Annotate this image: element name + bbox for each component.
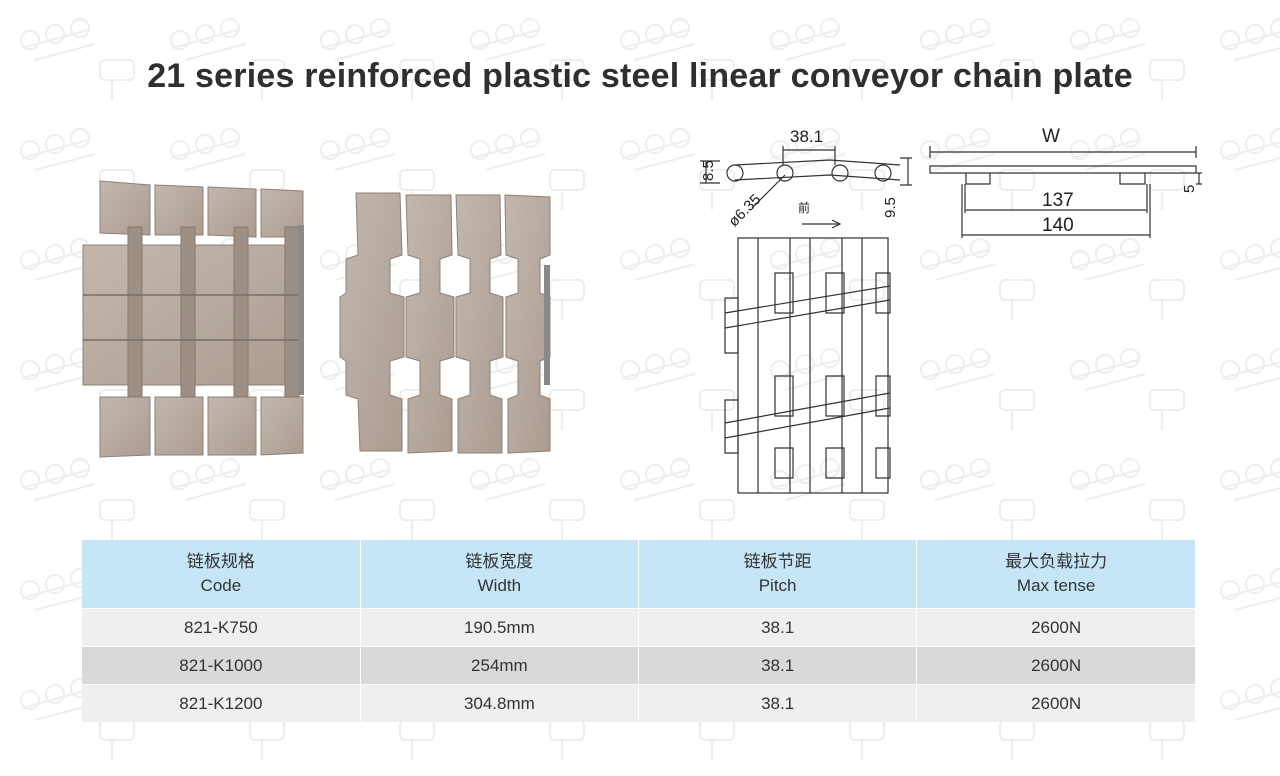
- cell-code: 821-K1200: [82, 684, 361, 722]
- cell-max-tense: 2600N: [916, 646, 1195, 685]
- depth-dimension: 5: [1181, 185, 1198, 193]
- header-width: 链板宽度 Width: [360, 540, 640, 609]
- table-row: 821-K1000 254mm 38.1 2600N: [82, 646, 1195, 685]
- cell-width: 190.5mm: [360, 608, 640, 647]
- table-row: 821-K1200 304.8mm 38.1 2600N: [82, 684, 1195, 722]
- cell-pitch: 38.1: [638, 608, 918, 647]
- header-max-tense: 最大负载拉力 Max tense: [916, 540, 1195, 609]
- cell-width: 304.8mm: [360, 684, 640, 722]
- cell-pitch: 38.1: [638, 646, 918, 685]
- cell-code: 821-K1000: [82, 646, 361, 685]
- hole-dimension: ø6.35: [725, 191, 764, 230]
- chain-plate-photo: [82, 180, 551, 458]
- table-row: 821-K750 190.5mm 38.1 2600N: [82, 608, 1195, 647]
- cell-max-tense: 2600N: [916, 608, 1195, 647]
- cell-pitch: 38.1: [638, 684, 918, 722]
- spec-table: 链板规格 Code 链板宽度 Width 链板节距 Pitch 最大负载拉力 M…: [82, 540, 1195, 722]
- width-dimension: W: [1042, 126, 1060, 147]
- chain-plate-top: [339, 192, 551, 454]
- table-header-row: 链板规格 Code 链板宽度 Width 链板节距 Pitch 最大负载拉力 M…: [82, 540, 1195, 609]
- thickness-dimension: 9.5: [882, 197, 899, 218]
- direction-label: 前: [798, 200, 810, 215]
- cell-max-tense: 2600N: [916, 684, 1195, 722]
- technical-drawing: 38.1 8.5 ø6.35 前 9.5 W 137 140 5: [700, 126, 1202, 494]
- cell-code: 821-K750: [82, 608, 361, 647]
- pitch-dimension: 38.1: [790, 127, 823, 146]
- outer-dimension: 140: [1042, 215, 1074, 236]
- header-pitch: 链板节距 Pitch: [638, 540, 918, 609]
- cell-width: 254mm: [360, 646, 640, 685]
- header-code: 链板规格 Code: [82, 540, 361, 609]
- height-dimension: 8.5: [700, 160, 717, 181]
- inner-dimension: 137: [1042, 190, 1074, 211]
- page-title: 21 series reinforced plastic steel linea…: [147, 57, 1133, 95]
